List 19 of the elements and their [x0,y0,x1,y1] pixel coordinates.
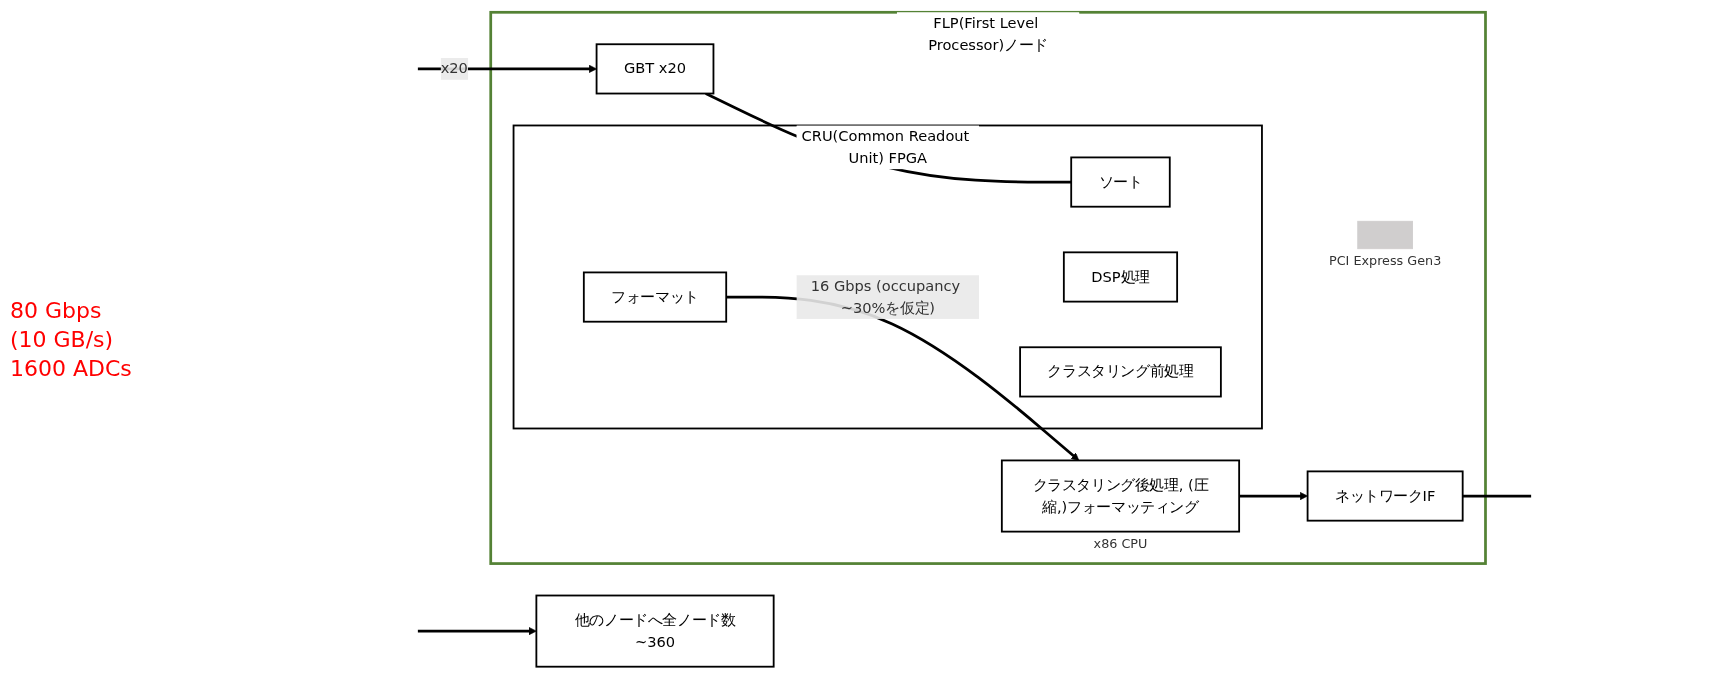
edge-label: x20 [440,59,468,78]
node-box: GBT x20 [595,43,715,95]
edge-label: 16 Gbps (occupancy ~30%を仮定) [810,276,961,317]
node-box [1357,220,1413,250]
arrow [1239,492,1308,501]
connector [1462,494,1532,498]
node-box: ソート [1070,156,1171,208]
rate-note: 1600 ADCs [10,356,133,381]
node-box: フォーマット [582,271,728,323]
arrow [417,627,537,636]
node-caption: PCI Express Gen3 [1328,253,1442,269]
node-caption: x86 CPU [1093,536,1148,552]
node-box: ネットワークIF [1306,470,1464,522]
rate-note: 80 Gbps [10,298,103,323]
rate-note: (10 GB/s) [10,327,115,352]
node-box: クラスタリング前処理 [1019,346,1222,398]
node-box: 他のノードへ全ノード数~360 [535,594,775,668]
node-box: DSP処理 [1062,251,1179,303]
node-box: クラスタリング後処理, (圧縮,)フォーマッティング [1000,459,1241,533]
